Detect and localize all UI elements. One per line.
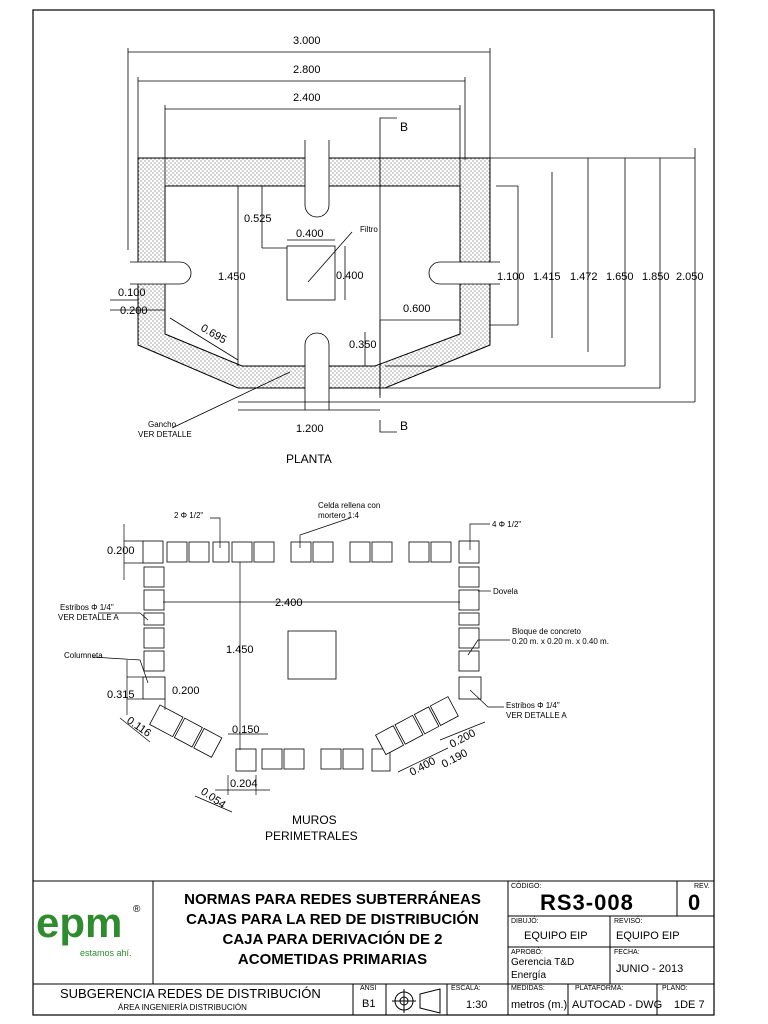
note-bloque-2: 0.20 m. x 0.20 m. x 0.40 m. <box>512 637 609 646</box>
plano-value: 1DE 7 <box>674 999 705 1011</box>
muros-dim-0190: 0.190 <box>440 747 470 771</box>
dim-1850: 1.850 <box>642 271 670 283</box>
aprobo-label: APROBÓ: <box>511 949 543 956</box>
escala-value: 1:30 <box>466 999 488 1011</box>
section-b-bottom: B <box>400 419 408 433</box>
planta-view <box>110 48 696 433</box>
muros-view <box>142 540 482 772</box>
note-estribos-left-1: Estribos Φ 1/4" <box>60 603 114 612</box>
rev-label: REV. <box>694 883 710 890</box>
dim-0695: 0.695 <box>199 322 229 346</box>
muros-dim-0116: 0.116 <box>124 715 153 740</box>
svg-text:epm: epm <box>36 899 122 946</box>
ansi-value: B1 <box>362 998 376 1010</box>
muros-dim-2400: 2.400 <box>275 597 303 609</box>
aprobo-value-1: Gerencia T&D <box>511 957 575 968</box>
note-4phi: 4 Φ 1/2" <box>492 520 521 529</box>
muros-dim-0150: 0.150 <box>232 724 260 736</box>
note-bloque-1: Bloque de concreto <box>512 627 581 636</box>
dim-0200: 0.200 <box>120 305 148 317</box>
fecha-value: JUNIO - 2013 <box>616 963 684 975</box>
muros-dim-0200: 0.200 <box>107 545 135 557</box>
gancho-detalle-label: VER DETALLE <box>138 430 192 439</box>
muros-dim-0054: 0.054 <box>198 786 227 812</box>
note-estribos-left-2: VER DETALLE A <box>58 613 119 622</box>
sheet-border <box>32 9 715 1016</box>
note-celda-1: Celda rellena con <box>318 501 380 510</box>
plataforma-value: AUTOCAD - DWG <box>572 999 663 1011</box>
dim-0350: 0.350 <box>349 339 377 351</box>
muros-title-1: MUROS <box>292 813 337 827</box>
heading-line-1: NORMAS PARA REDES SUBTERRÁNEAS <box>184 891 481 908</box>
dibujo-value: EQUIPO EIP <box>524 930 588 942</box>
medidas-value: metros (m.) <box>511 999 568 1011</box>
note-celda-2: mortero 1:4 <box>318 511 359 520</box>
reviso-label: REVISÓ: <box>614 918 643 925</box>
dim-1472: 1.472 <box>570 271 598 283</box>
area: ÁREA INGENIERÍA DISTRIBUCIÓN <box>118 1003 247 1012</box>
dim-1415: 1.415 <box>533 271 561 283</box>
filtro-square <box>286 245 336 301</box>
muros-title-2: PERIMETRALES <box>265 829 358 843</box>
dim-2800: 2.800 <box>293 64 321 76</box>
dim-0600: 0.600 <box>403 303 431 315</box>
note-estribos-right-2: VER DETALLE A <box>506 711 567 720</box>
muros-dim-0315: 0.315 <box>107 689 135 701</box>
heading-line-3: CAJA PARA DERIVACIÓN DE 2 <box>222 931 443 948</box>
planta-title: PLANTA <box>286 452 332 466</box>
note-2phi: 2 Φ 1/2" <box>174 511 203 520</box>
projection-symbol <box>392 988 441 1014</box>
plataforma-label: PLATAFORMA: <box>575 985 624 992</box>
ansi-label: ANSI <box>360 985 377 992</box>
title-block-grid <box>33 880 714 1015</box>
dibujo-label: DIBUJÓ: <box>511 918 539 925</box>
svg-text:®: ® <box>133 904 141 915</box>
dim-1100: 1.100 <box>497 271 525 283</box>
muros-dim-0204: 0.204 <box>230 778 258 790</box>
gancho-label: Gancho <box>148 420 177 429</box>
note-columneta: Columneta <box>64 651 103 660</box>
dim-1450: 1.450 <box>218 271 246 283</box>
heading-line-4: ACOMETIDAS PRIMARIAS <box>237 951 428 968</box>
medidas-label: MEDIDAS: <box>511 985 545 992</box>
rev-value: 0 <box>688 890 701 915</box>
codigo-value: RS3-008 <box>540 890 634 915</box>
svg-text:estamos ahí.: estamos ahí. <box>80 948 132 958</box>
codigo-label: CÓDIGO: <box>511 883 542 890</box>
muros-dim-0400: 0.400 <box>408 755 438 779</box>
note-estribos-right-1: Estribos Φ 1/4" <box>506 701 560 710</box>
muros-dim-1450: 1.450 <box>226 644 254 656</box>
aprobo-value-2: Energía <box>511 970 547 981</box>
dim-0525: 0.525 <box>244 213 272 225</box>
dim-2400: 2.400 <box>293 92 321 104</box>
plano-label: PLANO: <box>662 985 688 992</box>
dim-1650: 1.650 <box>606 271 634 283</box>
heading-line-2: CAJAS PARA LA RED DE DISTRIBUCIÓN <box>186 911 479 928</box>
epm-logo: epm ® estamos ahí. <box>36 899 141 958</box>
section-b-top: B <box>400 120 408 134</box>
note-dovela: Dovela <box>493 587 518 596</box>
muros-dim-0200-b: 0.200 <box>172 685 200 697</box>
title-block-heading: NORMAS PARA REDES SUBTERRÁNEAS CAJAS PAR… <box>160 890 505 970</box>
escala-label: ESCALA: <box>451 985 481 992</box>
dim-0100: 0.100 <box>118 287 146 299</box>
dim-1200: 1.200 <box>296 423 324 435</box>
filtro-label: Filtro <box>360 225 378 234</box>
dim-3000: 3.000 <box>293 35 321 47</box>
fecha-label: FECHA: <box>614 949 640 956</box>
dim-0400-b: 0.400 <box>336 270 364 282</box>
dim-2050: 2.050 <box>676 271 704 283</box>
dim-0400-a: 0.400 <box>296 228 324 240</box>
reviso-value: EQUIPO EIP <box>616 930 680 942</box>
subgerencia: SUBGERENCIA REDES DE DISTRIBUCIÓN <box>60 986 321 1001</box>
